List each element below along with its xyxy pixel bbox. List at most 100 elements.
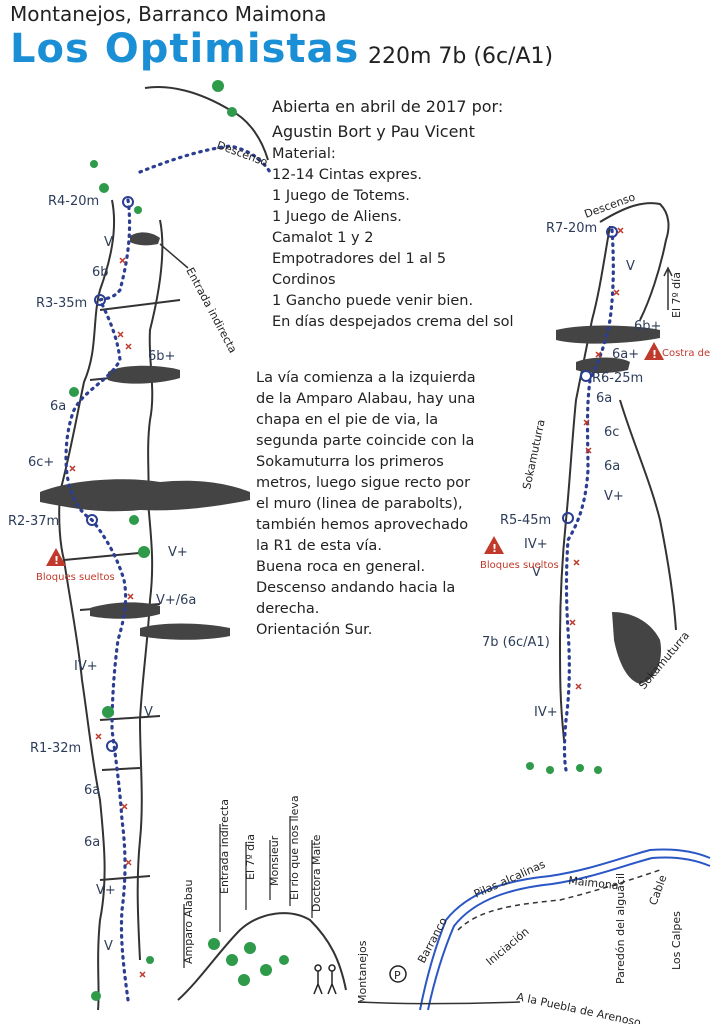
route-description: La vía comienza a la izquierda de la Amp… (256, 368, 476, 641)
page-title: Los Optimistas (10, 26, 360, 72)
map-label: Iniciación (484, 925, 532, 968)
warning-icon-mark: ! (492, 542, 497, 555)
description-line: derecha. (256, 601, 320, 617)
right-topo: R7-20m R6-25m R5-45m V 6b+ 6a+ 6a 6c 6a … (480, 190, 714, 774)
grade-label: 6a+ (612, 347, 639, 362)
grade-label: 6b+ (148, 349, 175, 364)
map-label: Pilas alcalinas (472, 858, 548, 901)
right-roof (612, 612, 662, 684)
description-line: segunda parte coincide con la (256, 433, 475, 449)
info-line: 1 Juego de Totems. (272, 188, 410, 204)
info-line: Empotradores del 1 al 5 (272, 251, 447, 267)
day-label: El 7º día (670, 272, 683, 318)
grade-label: 6a (604, 459, 620, 474)
overview-route-label: Amparo Alabau (182, 880, 195, 965)
info-line: Abierta en abril de 2017 por: (272, 97, 504, 116)
belay-r1-marker (106, 740, 118, 752)
description-line: la R1 de esta vía. (256, 538, 382, 554)
grade-label: 6c (604, 425, 619, 440)
warning-label: Bloques sueltos (480, 560, 559, 571)
info-line: 1 Gancho puede venir bien. (272, 293, 474, 309)
description-line: chapa en el pie de via, la (256, 412, 439, 428)
left-ledges (63, 299, 181, 881)
belay-label: R2-37m (8, 514, 59, 529)
info-line: Material: (272, 146, 336, 162)
vegetation (69, 80, 237, 1001)
warning-icon (484, 536, 504, 554)
map-town-label: Montanejos (356, 940, 369, 1004)
right-wall-outline (558, 202, 677, 741)
warning-icon (46, 548, 66, 566)
belay-r4-marker (122, 196, 134, 208)
description-line: metros, luego sigue recto por (256, 475, 471, 491)
overview-sketch: Amparo Alabau Entrada indirecta El 7º di… (177, 795, 347, 1001)
left-route-line (64, 198, 132, 1002)
overview-arrows (183, 816, 313, 968)
hikers-icon (313, 964, 337, 995)
left-roof (108, 365, 180, 384)
vegetation (526, 762, 602, 774)
grade-label: IV+ (524, 537, 548, 552)
left-wall-outline (58, 86, 269, 1011)
sokamuturra-label: Sokamuturra (520, 418, 548, 490)
right-roof (576, 357, 630, 373)
route-grade: 220m 7b (6c/A1) (368, 44, 554, 69)
overview-route-label: Doctora Maite (310, 834, 323, 912)
day-arrow (663, 266, 673, 310)
map-label: Paredón del alguacil (614, 873, 627, 984)
grade-label: V+ (604, 489, 624, 504)
river (427, 856, 711, 1011)
entry-label: Entrada indirecta (183, 265, 239, 355)
road (359, 1001, 521, 1005)
river (419, 848, 711, 1011)
bolt-marks (569, 227, 624, 690)
description-line: Descenso andando hacia la (256, 580, 456, 596)
vegetation (208, 938, 289, 986)
info-line: 1 Juego de Aliens. (272, 209, 402, 225)
map-label: Maimona (568, 874, 620, 892)
info-line: Camalot 1 y 2 (272, 230, 374, 246)
overview-route-label: Entrada indirecta (218, 799, 231, 894)
warning-label: Costra de roca (662, 348, 714, 359)
warning-icon-mark: ! (54, 554, 59, 567)
grade-label: V (104, 235, 113, 250)
belay-label: R6-25m (592, 371, 643, 386)
map-label: Cable (647, 873, 670, 907)
description-line: también hemos aprovechado (256, 517, 469, 533)
belay-label: R4-20m (48, 194, 99, 209)
belay-label: R5-45m (500, 513, 551, 528)
description-line: Sokamuturra los primeros (256, 454, 444, 470)
grade-label: 6a (84, 783, 100, 798)
parking-icon (389, 965, 407, 983)
belay-r2-marker (86, 514, 98, 526)
grade-label: IV+ (74, 659, 98, 674)
belay-label: R7-20m (546, 221, 597, 236)
warning-label: Bloques sueltos (36, 572, 115, 583)
overview-route-label: Monsieur (268, 835, 281, 886)
left-descent-path (138, 144, 272, 174)
bolt-marks (69, 257, 146, 978)
grade-label: V+/6a (156, 593, 196, 608)
belay-r7-marker (606, 226, 618, 238)
warning-icon-mark: ! (652, 348, 657, 361)
left-roof (130, 232, 160, 246)
grade-label: IV+ (534, 705, 558, 720)
grade-label: 6a (50, 399, 66, 414)
grade-label: 6c+ (28, 455, 54, 470)
info-line: En días despejados crema del sol (272, 314, 514, 330)
description-line: Orientación Sur. (256, 622, 373, 638)
belay-label: R1-32m (30, 741, 81, 756)
grade-label: V (532, 565, 541, 580)
info-line: Cordinos (272, 272, 336, 288)
map-label: Los Calpes (670, 911, 683, 970)
left-roof (40, 479, 250, 512)
warning-icon (644, 342, 664, 360)
grade-label: V (144, 705, 153, 720)
route-info: Abierta en abril de 2017 por: Agustin Bo… (272, 94, 514, 333)
belay-r3-marker (94, 294, 106, 306)
trail (457, 869, 661, 931)
overview-route-label: El 7º dia (244, 834, 257, 880)
description-line: el muro (linea de parabolts), (256, 496, 463, 512)
grade-label: V+ (96, 883, 116, 898)
